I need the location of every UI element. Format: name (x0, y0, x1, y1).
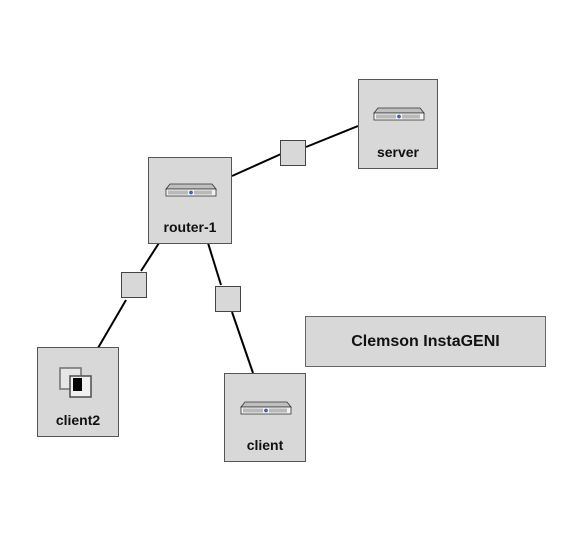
link-box-router-client[interactable] (215, 286, 241, 312)
node-client2[interactable]: client2 (37, 347, 119, 437)
virtual-machine-icon (59, 367, 92, 398)
node-label-server: server (376, 144, 420, 160)
link-router-client-a[interactable] (207, 242, 222, 286)
aggregate-label[interactable]: Clemson InstaGENI (305, 316, 546, 367)
link-router-server-a[interactable] (231, 153, 282, 177)
node-client[interactable]: client (224, 373, 306, 462)
node-label-router-1: router-1 (163, 219, 217, 235)
node-label-client: client (246, 437, 284, 453)
link-router-server-b[interactable] (305, 125, 359, 148)
rack-server-icon (165, 183, 217, 197)
rack-server-icon (240, 401, 292, 415)
link-box-router-client2[interactable] (121, 272, 147, 298)
rack-server-icon (373, 107, 425, 121)
node-server[interactable]: server (358, 79, 438, 169)
aggregate-label-text: Clemson InstaGENI (351, 332, 500, 350)
node-label-client2: client2 (55, 412, 101, 428)
link-router-client2-a[interactable] (140, 242, 160, 272)
link-box-router-server[interactable] (280, 140, 306, 166)
link-router-client2-b[interactable] (97, 299, 127, 349)
node-router-1[interactable]: router-1 (148, 157, 232, 244)
link-router-client-b[interactable] (231, 311, 254, 374)
